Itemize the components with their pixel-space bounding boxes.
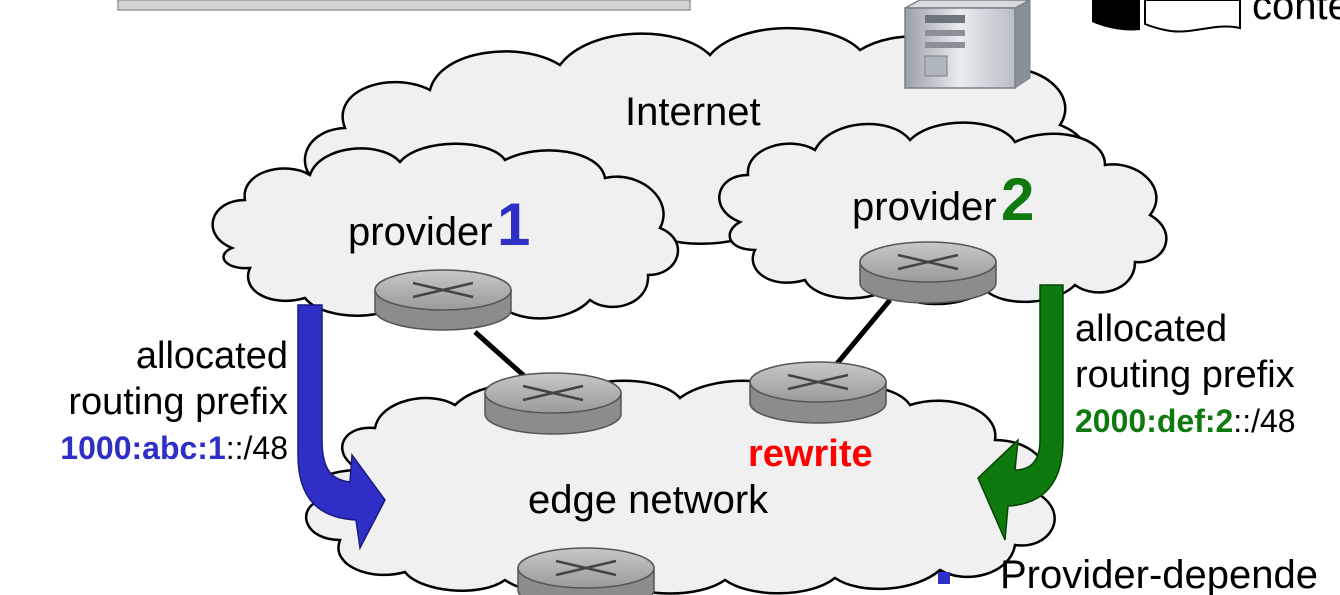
- left-routing-prefix-label: routing prefix: [68, 381, 288, 423]
- provider2-allocation-arrow: [977, 284, 1064, 541]
- provider2-number: 2: [1000, 166, 1035, 233]
- right-prefix-value: 2000:def:2::/48: [1075, 405, 1296, 437]
- right-allocated-label: allocated: [1075, 308, 1228, 350]
- black-document-icon: [1092, 0, 1140, 31]
- router-provider1-icon: [374, 269, 512, 331]
- left-prefix-rest: ::/48: [225, 430, 288, 466]
- top-right-text-fragment: conte: [1252, 0, 1340, 28]
- provider1-cloud: [211, 142, 680, 322]
- server-icon: [904, 0, 1031, 89]
- link-p2-edge: [828, 298, 892, 374]
- provider2-label-text: provider: [852, 185, 997, 229]
- router-edge-bottom-icon: [517, 547, 655, 595]
- provider1-allocation-arrow: [297, 304, 386, 551]
- bullet-text-fragment: Provider-depende: [1000, 553, 1318, 595]
- right-routing-prefix-label: routing prefix: [1075, 354, 1295, 396]
- document-icon: [1144, 0, 1241, 33]
- router-provider2-icon: [859, 241, 997, 304]
- provider2-cloud: [718, 121, 1168, 306]
- left-prefix-value: 1000:abc:1::/48: [60, 432, 288, 464]
- rewrite-label: rewrite: [748, 433, 873, 475]
- provider1-label: provider 1: [348, 195, 530, 255]
- router-edge-left-icon: [484, 372, 622, 435]
- left-allocated-label: allocated: [135, 335, 288, 377]
- router-edge-right-icon: [749, 361, 887, 424]
- left-prefix-bold: 1000:abc:1: [60, 430, 226, 466]
- internet-label: Internet: [625, 90, 761, 134]
- provider1-number: 1: [496, 191, 531, 258]
- right-prefix-rest: ::/48: [1233, 403, 1296, 439]
- edge-network-label: edge network: [528, 478, 769, 522]
- provider2-label: provider 2: [852, 170, 1034, 230]
- right-prefix-bold: 2000:def:2: [1075, 403, 1234, 439]
- provider1-label-text: provider: [348, 210, 493, 254]
- header-bar: [117, 0, 691, 11]
- bullet-marker: [938, 572, 950, 584]
